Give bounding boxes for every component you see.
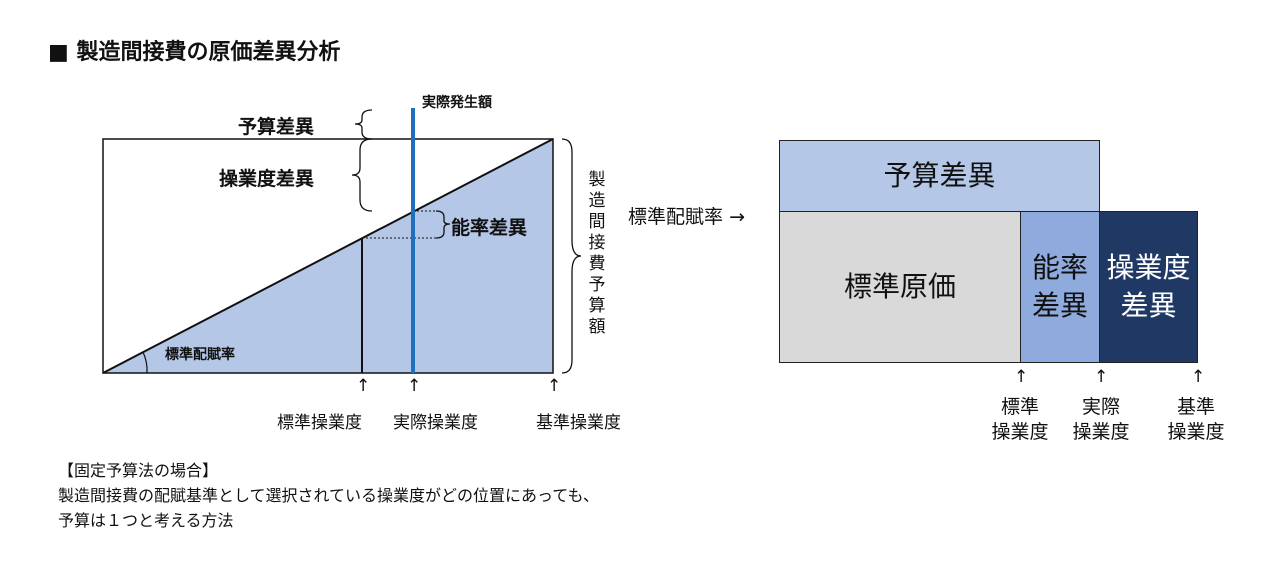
rate-angle-arc <box>142 351 148 374</box>
budget-total-label: 製造間接費予算額 <box>588 170 606 337</box>
volume-variance-box: 操業度差異 <box>1099 211 1198 363</box>
arrow-up-icon: ↑ <box>1014 367 1029 387</box>
arrow-up-icon: ↑ <box>1094 367 1109 387</box>
right-axis-base-line2: 操業度 <box>1167 421 1225 443</box>
budget-rectangle <box>102 138 554 374</box>
arrow-up-icon: ↑ <box>1191 367 1206 387</box>
note-heading: 【固定予算法の場合】 <box>58 461 219 480</box>
budget-variance-box: 予算差異 <box>779 140 1100 212</box>
note-line-1: 製造間接費の配賦基準として選択されている操業度がどの位置にあっても、 <box>58 486 599 505</box>
right-rate-label: 標準配賦率 → <box>628 202 745 229</box>
arrow-up-icon: ↑ <box>407 376 422 396</box>
right-axis-actual-line1: 実際 <box>1081 396 1120 418</box>
right-axis-standard-line1: 標準 <box>1000 396 1039 418</box>
right-axis-actual: 実際 操業度 <box>1061 395 1141 445</box>
right-axis-base-line1: 基準 <box>1176 396 1215 418</box>
efficiency-variance-box-label: 能率差異 <box>1031 251 1088 322</box>
rate-label: 標準配賦率 <box>165 347 235 363</box>
arrow-right-icon: → <box>729 206 745 228</box>
budget-variance-box-label: 予算差異 <box>883 159 996 192</box>
budget-variance-label: 予算差異 <box>238 116 315 138</box>
arrow-up-icon: ↑ <box>356 376 371 396</box>
arrow-up-icon: ↑ <box>547 376 562 396</box>
volume-variance-label: 操業度差異 <box>219 168 315 190</box>
efficiency-variance-brace <box>435 210 451 239</box>
right-axis-standard: 標準 操業度 <box>980 395 1060 445</box>
volume-variance-brace <box>351 138 373 212</box>
efficiency-variance-label: 能率差異 <box>451 217 528 239</box>
efficiency-variance-box: 能率差異 <box>1020 211 1100 363</box>
page-title: ■ 製造間接費の原価差異分析 <box>48 40 341 65</box>
actual-cost-label: 実際発生額 <box>422 95 492 111</box>
standard-cost-box: 標準原価 <box>779 211 1021 363</box>
budget-total-brace <box>561 138 582 374</box>
standard-rate-line <box>102 138 554 374</box>
note-line-2: 予算は１つと考える方法 <box>58 511 234 530</box>
axis-label-actual-hours: 実際操業度 <box>393 413 478 433</box>
axis-label-standard-hours: 標準操業度 <box>277 413 362 433</box>
right-rate-text: 標準配賦率 <box>628 206 724 228</box>
standard-cost-box-label: 標準原価 <box>843 270 956 303</box>
right-axis-actual-line2: 操業度 <box>1072 421 1130 443</box>
right-axis-standard-line2: 操業度 <box>991 421 1049 443</box>
budget-variance-brace <box>354 109 373 140</box>
right-axis-base: 基準 操業度 <box>1156 395 1236 445</box>
volume-variance-box-label: 操業度差異 <box>1106 251 1191 322</box>
axis-label-base-hours: 基準操業度 <box>536 413 621 433</box>
